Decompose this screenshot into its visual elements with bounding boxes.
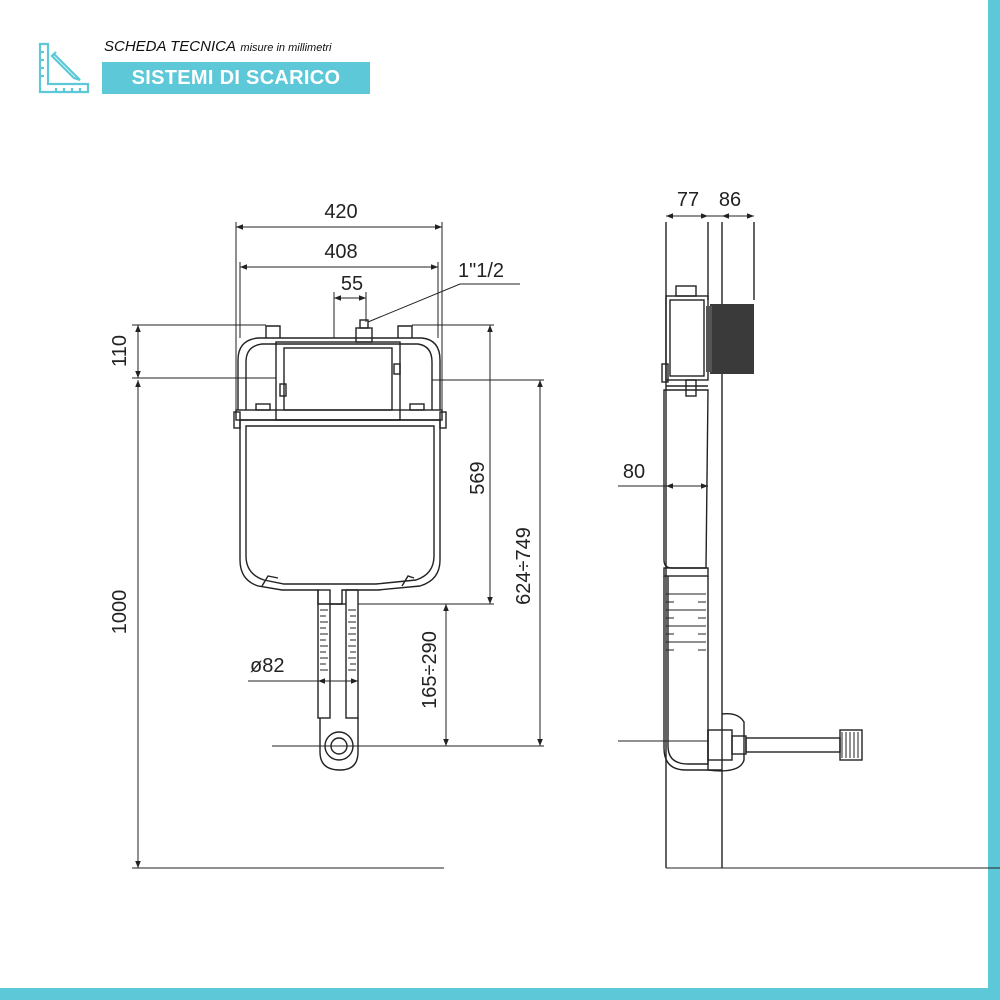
- dim-depth-tank: 80: [623, 461, 645, 483]
- side-drain-bend: [707, 712, 745, 772]
- dim-drain-range: 165÷290: [419, 631, 441, 709]
- side-graduations: [666, 593, 859, 758]
- dim-total-height: 1000: [109, 590, 131, 635]
- dim-top-height: 110: [109, 335, 131, 367]
- side-view: [661, 222, 863, 868]
- dim-width-outer: 420: [324, 201, 357, 223]
- upper-frame: [237, 337, 441, 410]
- side-front-panel: [710, 304, 754, 374]
- tank-inner-outline: [245, 425, 435, 585]
- dim-width-inner: 408: [324, 241, 357, 263]
- front-view: [233, 319, 447, 771]
- sheet-subtitle: misure in millimetri: [240, 42, 332, 54]
- accent-border-right: [988, 0, 1000, 1000]
- drain-pipe-left: [317, 589, 331, 719]
- dim-depth-front: 86: [719, 189, 741, 211]
- accent-border-bottom: [0, 988, 1000, 1000]
- category-banner: SISTEMI DI SCARICO: [102, 62, 370, 94]
- side-inspection-box: [665, 295, 709, 381]
- drain-elbow: [319, 718, 359, 771]
- header-title: SCHEDA TECNICA misure in millimetri: [104, 38, 331, 56]
- dim-connection: 1"1/2: [458, 260, 504, 282]
- pipe-graduations: [320, 609, 356, 671]
- drain-pipe-right: [345, 589, 359, 719]
- ruler-pencil-icon: [38, 42, 90, 94]
- dim-flush-range: 624÷749: [513, 527, 535, 605]
- dim-depth-frame: 77: [677, 189, 699, 211]
- side-outlet-pipe: [745, 737, 841, 753]
- side-tank: [663, 389, 709, 569]
- dim-outlet-offset: 55: [341, 273, 363, 295]
- dim-tank-height: 569: [467, 461, 489, 494]
- sheet-title: SCHEDA TECNICA: [104, 38, 236, 55]
- inspection-box: [275, 341, 401, 421]
- dim-pipe-diameter: ø82: [250, 655, 284, 677]
